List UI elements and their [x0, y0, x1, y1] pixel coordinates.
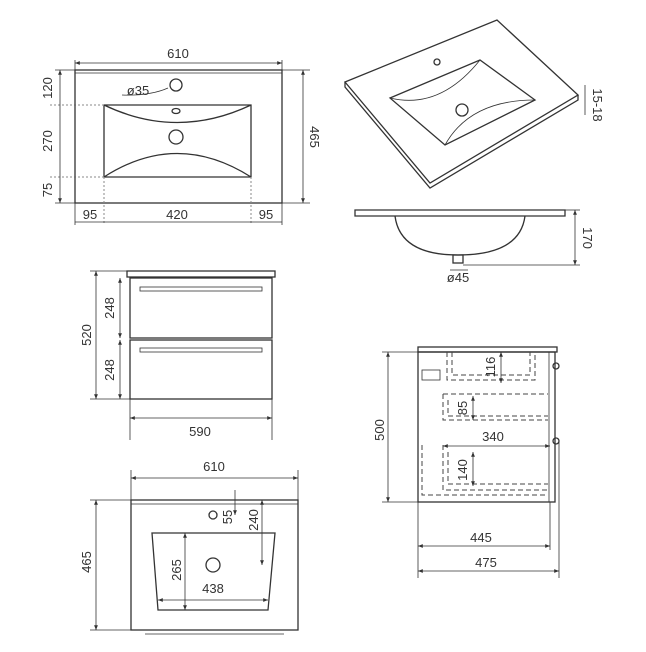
- plan-basin-width-label: 438: [202, 581, 224, 596]
- dim-basin-width-label: 420: [166, 207, 188, 222]
- cabinet-height-label: 520: [79, 324, 94, 346]
- cabinet-width-label: 590: [189, 424, 211, 439]
- plan-width-label: 610: [203, 459, 225, 474]
- dim-front-label: 75: [40, 183, 55, 197]
- carcass-depth-label: 445: [470, 530, 492, 545]
- dim-depth-label: 465: [307, 126, 322, 148]
- drawer-width-label: 340: [482, 429, 504, 444]
- drawer-handle: [139, 347, 263, 353]
- section-height-label: 500: [372, 419, 387, 441]
- lower-drawer-label: 140: [455, 459, 470, 481]
- dim-width-label: 610: [167, 46, 189, 61]
- basin-iso-view: 15-18: [343, 19, 605, 189]
- basin-top-view: 610 120 270 75 465 95 420 95 ø35: [40, 46, 322, 225]
- drain-offset-label: 240: [246, 509, 261, 531]
- profile-height-label: 170: [580, 227, 595, 249]
- dim-back-label: 120: [40, 77, 55, 99]
- dim-left-label: 95: [83, 207, 97, 222]
- tap-hole-label: ø35: [127, 83, 149, 98]
- drain-label: ø45: [447, 270, 469, 285]
- upper-drawer-label: 85: [455, 401, 470, 415]
- thickness-label: 15-18: [590, 88, 605, 121]
- total-depth-label: 475: [475, 555, 497, 570]
- basin-plan-view: 610 465 55 240 265 438: [79, 459, 299, 635]
- dim-right-label: 95: [259, 207, 273, 222]
- cabinet-section-view: 500 116 85 340 140 445 475: [372, 346, 560, 578]
- drawer-bottom-label: 248: [102, 359, 117, 381]
- plan-depth-label: 465: [79, 551, 94, 573]
- dim-basin-depth-label: 270: [40, 130, 55, 152]
- basin-side-profile: 170 ø45: [354, 209, 595, 285]
- cabinet-front-view: 520 248 248 590: [79, 270, 276, 440]
- plan-basin-depth-label: 265: [169, 559, 184, 581]
- drawer-handle: [139, 286, 263, 292]
- overflow-offset-label: 55: [220, 510, 235, 524]
- drawer-top-label: 248: [102, 297, 117, 319]
- section-basin-depth-label: 116: [483, 357, 498, 378]
